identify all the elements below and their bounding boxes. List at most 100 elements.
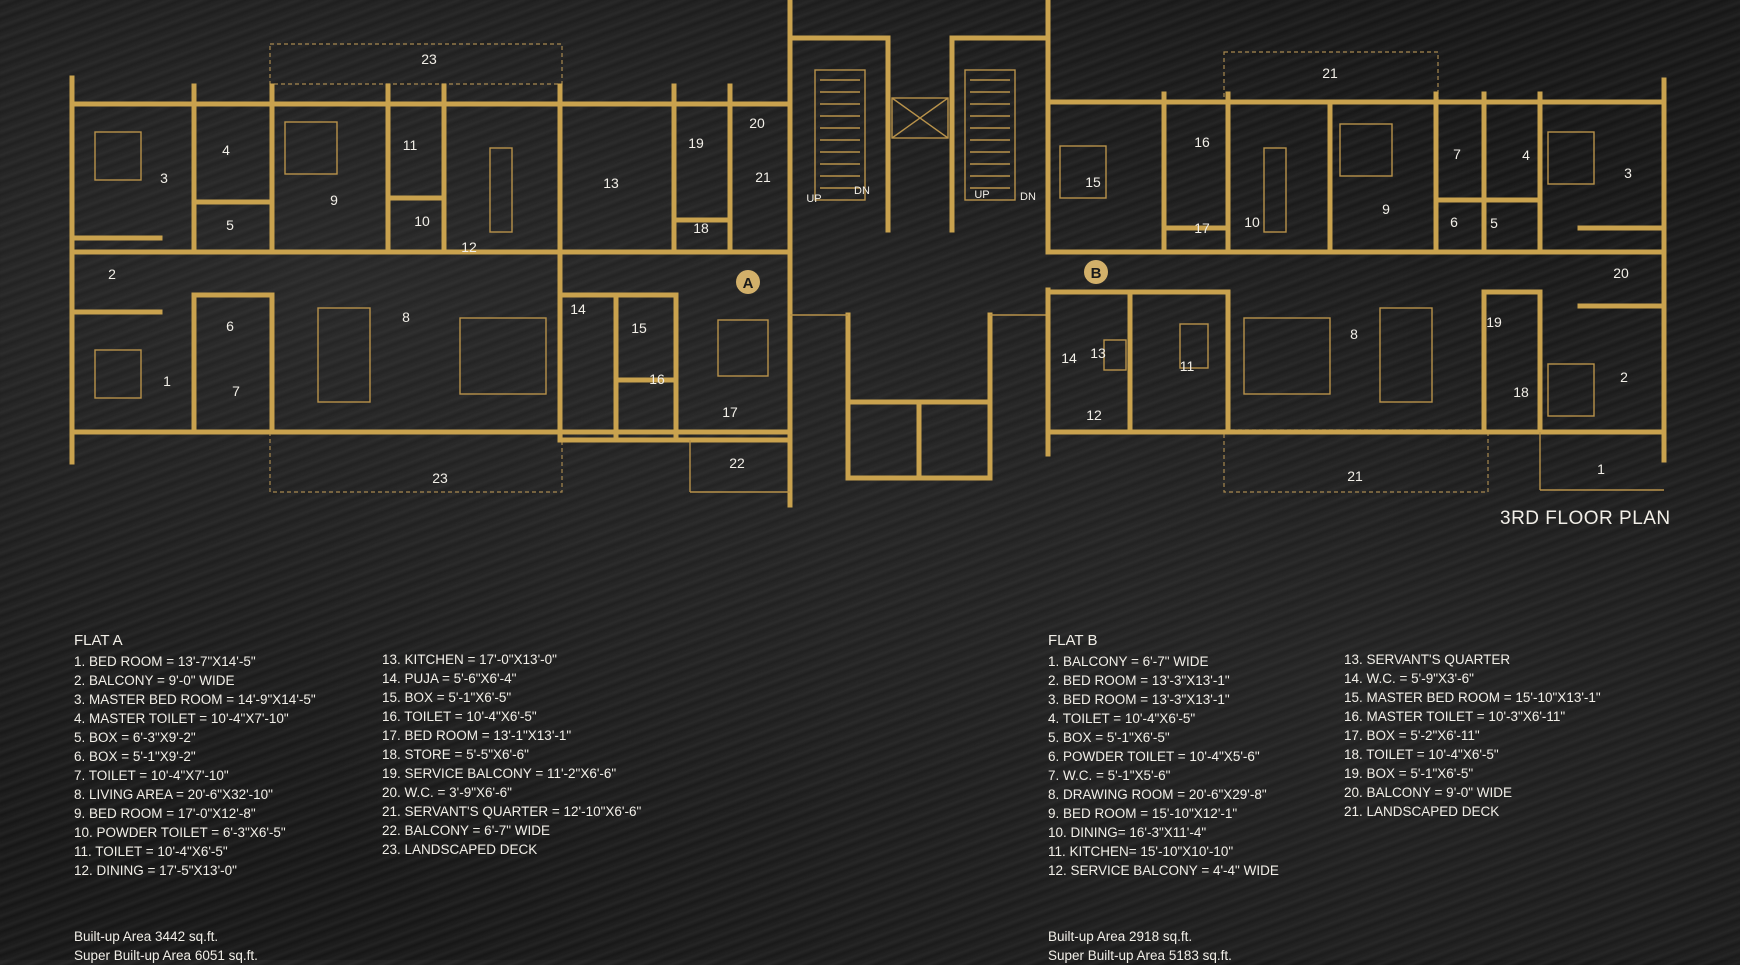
room-number: 23 <box>421 51 437 67</box>
room-number: 20 <box>749 115 765 131</box>
core-walls <box>787 0 1051 481</box>
room-number: 22 <box>729 455 745 471</box>
room-number: 6 <box>226 318 234 334</box>
flat-b-legend-left: FLAT B 1. BALCONY = 6'-7" WIDE 2. BED RO… <box>1048 631 1279 880</box>
room-number: 11 <box>1180 358 1195 374</box>
room-number: 16 <box>649 371 665 387</box>
flat-a-built-up-area: Built-up Area 3442 sq.ft. <box>74 929 219 944</box>
room-number: 19 <box>1486 314 1502 330</box>
room-number: 16 <box>1194 134 1210 150</box>
legend-item: 7. TOILET = 10'-4"X7'-10" <box>74 768 229 783</box>
legend-item: 9. BED ROOM = 17'-0"X12'-8" <box>74 806 256 821</box>
flat-a-legend-right: 13. KITCHEN = 17'-0"X13'-0" 14. PUJA = 5… <box>382 650 641 859</box>
room-number: 23 <box>432 470 448 486</box>
legend-item: 16. MASTER TOILET = 10'-3"X6'-11" <box>1344 709 1566 724</box>
legend-item: 18. STORE = 5'-5"X6'-6" <box>382 747 529 762</box>
flat-a-marker: A <box>736 270 760 294</box>
stair-up-label-a: UP <box>806 193 821 205</box>
room-number: 2 <box>108 266 116 282</box>
svg-text:A: A <box>743 275 754 292</box>
stair-dn-label-b: DN <box>1020 191 1036 203</box>
legend-item: 11. KITCHEN= 15'-10"X10'-10" <box>1048 844 1234 859</box>
legend-item: 22. BALCONY = 6'-7" WIDE <box>382 823 551 838</box>
room-number: 1 <box>1597 461 1605 477</box>
furniture <box>94 121 1595 417</box>
room-number: 1 <box>163 373 171 389</box>
legend-item: 8. DRAWING ROOM = 20'-6"X29'-8" <box>1048 787 1267 802</box>
landscaped-deck-a-top <box>269 43 563 85</box>
flat-b-legend-right: 13. SERVANT'S QUARTER 14. W.C. = 5'-9"X3… <box>1344 650 1601 821</box>
room-number: 15 <box>1085 174 1101 190</box>
legend-item: 23. LANDSCAPED DECK <box>382 842 538 857</box>
legend-item: 14. W.C. = 5'-9"X3'-6" <box>1344 671 1474 686</box>
room-number: 18 <box>693 220 709 236</box>
room-number: 4 <box>222 142 230 158</box>
legend-item: 17. BOX = 5'-2"X6'-11" <box>1344 728 1480 743</box>
stair-dn-label-a: DN <box>854 185 870 197</box>
flat-a-walls <box>69 27 793 508</box>
legend-item: 19. BOX = 5'-1"X6'-5" <box>1344 766 1474 781</box>
flat-a-super-built-up-area: Super Built-up Area 6051 sq.ft. <box>74 948 258 963</box>
legend-item: 13. KITCHEN = 17'-0"X13'-0" <box>382 652 557 667</box>
legend-item: 4. MASTER TOILET = 10'-4"X7'-10" <box>74 711 289 726</box>
legend-item: 4. TOILET = 10'-4"X6'-5" <box>1048 711 1196 726</box>
legend-item: 10. DINING= 16'-3"X11'-4" <box>1048 825 1207 840</box>
room-number: 6 <box>1450 214 1458 230</box>
legend-item: 16. TOILET = 10'-4"X6'-5" <box>382 709 537 724</box>
legend-item: 15. BOX = 5'-1"X6'-5" <box>382 690 512 705</box>
legend-item: 3. BED ROOM = 13'-3"X13'-1" <box>1048 692 1230 707</box>
flat-b-heading: FLAT B <box>1048 632 1098 649</box>
legend-item: 21. SERVANT'S QUARTER = 12'-10"X6'-6" <box>382 804 642 819</box>
legend-item: 3. MASTER BED ROOM = 14'-9"X14'-5" <box>74 692 316 707</box>
room-numbers-a: 23 4 3 11 9 5 10 12 13 19 20 21 18 2 6 8… <box>108 51 771 486</box>
room-number: 10 <box>1244 214 1260 230</box>
legend-item: 12. DINING = 17'-5"X13'-0" <box>74 863 237 878</box>
legend-item: 21. LANDSCAPED DECK <box>1344 804 1500 819</box>
legend-item: 15. MASTER BED ROOM = 15'-10"X13'-1" <box>1344 690 1601 705</box>
room-number: 5 <box>1490 215 1498 231</box>
legend-item: 7. W.C. = 5'-1"X5'-6" <box>1048 768 1171 783</box>
room-number: 15 <box>631 320 647 336</box>
legend-item: 18. TOILET = 10'-4"X6'-5" <box>1344 747 1499 762</box>
room-number: 13 <box>1090 345 1106 361</box>
landscaped-deck-a-bottom <box>269 431 563 493</box>
legend-item: 2. BALCONY = 9'-0" WIDE <box>74 673 235 688</box>
room-number: 20 <box>1613 265 1629 281</box>
room-number: 17 <box>722 404 738 420</box>
room-number: 10 <box>414 213 430 229</box>
plan-title: 3RD FLOOR PLAN <box>1500 508 1671 529</box>
room-number: 12 <box>461 239 477 255</box>
room-number: 5 <box>226 217 234 233</box>
room-number: 8 <box>1350 326 1358 342</box>
room-number: 7 <box>232 383 240 399</box>
legend-item: 8. LIVING AREA = 20'-6"X32'-10" <box>74 787 273 802</box>
legend-item: 5. BOX = 6'-3"X9'-2" <box>74 730 196 745</box>
legend-item: 11. TOILET = 10'-4"X6'-5" <box>74 844 228 859</box>
room-number: 8 <box>402 309 410 325</box>
legend-item: 17. BED ROOM = 13'-1"X13'-1" <box>382 728 572 743</box>
legend-item: 1. BED ROOM = 13'-7"X14'-5" <box>74 654 256 669</box>
legend-item: 20. W.C. = 3'-9"X6'-6" <box>382 785 512 800</box>
stair-up-label-b: UP <box>974 189 989 201</box>
room-number: 18 <box>1513 384 1529 400</box>
legend-item: 14. PUJA = 5'-6"X6'-4" <box>382 671 517 686</box>
flat-b-built-up-area: Built-up Area 2918 sq.ft. <box>1048 929 1193 944</box>
room-number: 3 <box>160 170 168 186</box>
svg-text:B: B <box>1091 265 1102 282</box>
room-number: 21 <box>1322 65 1338 81</box>
room-number: 11 <box>403 137 418 153</box>
flat-b-areas: Built-up Area 2918 sq.ft. Super Built-up… <box>1048 927 1232 965</box>
room-number: 14 <box>1061 350 1077 366</box>
legend-item: 6. BOX = 5'-1"X9'-2" <box>74 749 196 764</box>
flat-b-super-built-up-area: Super Built-up Area 5183 sq.ft. <box>1048 948 1232 963</box>
room-number: 14 <box>570 301 586 317</box>
legend-item: 2. BED ROOM = 13'-3"X13'-1" <box>1048 673 1230 688</box>
room-number: 2 <box>1620 369 1628 385</box>
room-number: 4 <box>1522 147 1530 163</box>
room-number: 17 <box>1194 220 1210 236</box>
flat-a-legend-left: FLAT A 1. BED ROOM = 13'-7"X14'-5" 2. BA… <box>74 631 316 880</box>
legend-item: 6. POWDER TOILET = 10'-4"X5'-6" <box>1048 749 1260 764</box>
room-number: 21 <box>755 169 771 185</box>
flat-a-areas: Built-up Area 3442 sq.ft. Super Built-up… <box>74 927 258 965</box>
legend-item: 12. SERVICE BALCONY = 4'-4" WIDE <box>1048 863 1279 878</box>
